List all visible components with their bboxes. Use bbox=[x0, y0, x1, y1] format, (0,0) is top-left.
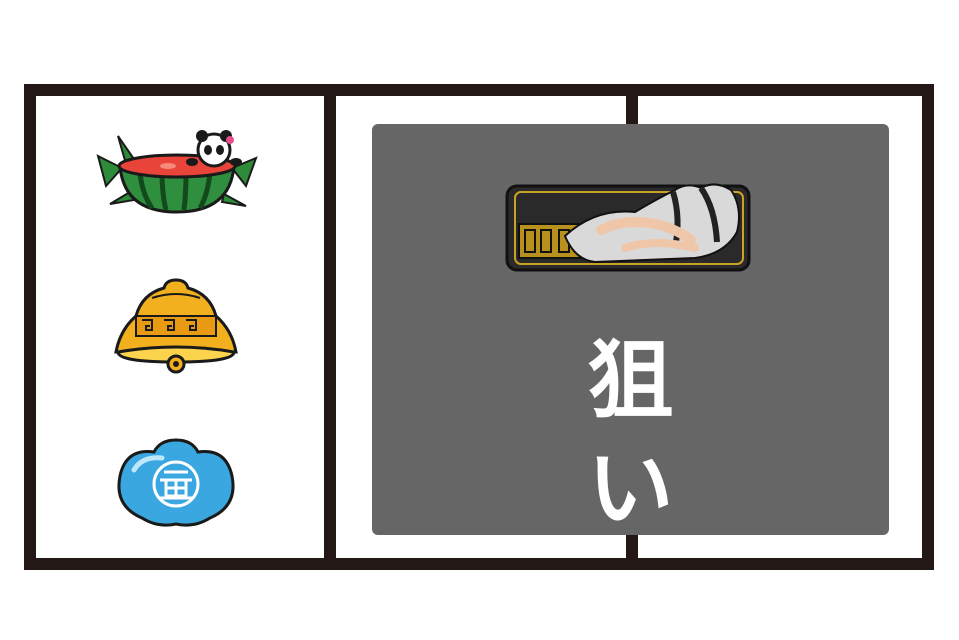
golden-bell-icon bbox=[114, 278, 238, 374]
reel-divider-left bbox=[324, 96, 336, 558]
blue-replay-icon bbox=[117, 438, 235, 527]
target-text-line1: 狙 bbox=[587, 331, 674, 431]
watermelon-panda-icon bbox=[96, 130, 258, 214]
target-overlay-panel: 狙 い bbox=[372, 124, 889, 535]
target-text-line2: い bbox=[587, 439, 674, 539]
niang-niang-character-icon bbox=[505, 183, 751, 272]
